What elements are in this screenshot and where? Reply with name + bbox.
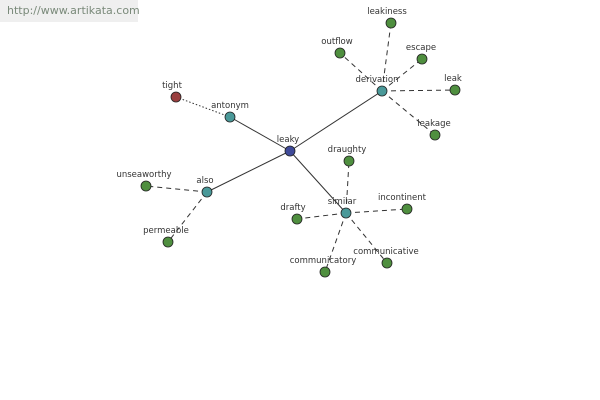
node-circle-escape[interactable] bbox=[416, 53, 428, 65]
edge-similar-drafty bbox=[296, 212, 347, 220]
node-leak[interactable]: leak bbox=[444, 74, 462, 96]
edge-derivation-outflow bbox=[339, 52, 383, 92]
node-label-draughty: draughty bbox=[328, 145, 367, 155]
watermark-box: http://www.artikata.com bbox=[0, 0, 140, 22]
node-leakage[interactable]: leakage bbox=[417, 119, 451, 141]
node-also[interactable]: also bbox=[196, 176, 214, 198]
edge-leaky-derivation bbox=[289, 90, 383, 152]
edge-similar-incontinent bbox=[345, 208, 408, 214]
edge-leaky-similar bbox=[289, 150, 347, 214]
node-outflow[interactable]: outflow bbox=[321, 37, 353, 59]
node-label-escape: escape bbox=[406, 43, 436, 53]
node-similar[interactable]: similar bbox=[328, 197, 357, 219]
node-communicatory[interactable]: communicatory bbox=[290, 256, 357, 278]
node-antonym[interactable]: antonym bbox=[211, 101, 249, 123]
node-label-similar: similar bbox=[328, 197, 357, 207]
node-label-leakage: leakage bbox=[417, 119, 450, 129]
node-label-leakiness: leakiness bbox=[367, 7, 407, 17]
node-drafty[interactable]: drafty bbox=[280, 203, 306, 225]
node-circle-communicative[interactable] bbox=[381, 257, 393, 269]
node-circle-also[interactable] bbox=[201, 186, 213, 198]
node-circle-antonym[interactable] bbox=[224, 111, 236, 123]
edge-derivation-leakage bbox=[381, 90, 436, 136]
node-permeable[interactable]: permeable bbox=[143, 226, 189, 248]
node-circle-drafty[interactable] bbox=[291, 213, 303, 225]
edge-similar-communicatory bbox=[324, 212, 347, 273]
node-label-derivation: derivation bbox=[355, 75, 398, 85]
node-leakiness[interactable]: leakiness bbox=[367, 7, 407, 29]
node-circle-unseaworthy[interactable] bbox=[140, 180, 152, 192]
edge-leaky-also bbox=[206, 150, 291, 193]
node-label-antonym: antonym bbox=[211, 101, 249, 111]
node-circle-leaky[interactable] bbox=[284, 145, 296, 157]
node-circle-communicatory[interactable] bbox=[319, 266, 331, 278]
node-communicative[interactable]: communicative bbox=[353, 247, 419, 269]
node-label-unseaworthy: unseaworthy bbox=[116, 170, 171, 180]
node-escape[interactable]: escape bbox=[406, 43, 436, 65]
node-circle-incontinent[interactable] bbox=[401, 203, 413, 215]
edge-derivation-leakiness bbox=[381, 22, 392, 92]
node-label-leak: leak bbox=[444, 74, 462, 84]
edges-layer bbox=[145, 22, 456, 273]
edge-antonym-tight bbox=[175, 96, 231, 118]
edge-also-unseaworthy bbox=[145, 185, 208, 193]
node-label-tight: tight bbox=[162, 81, 182, 91]
node-circle-permeable[interactable] bbox=[162, 236, 174, 248]
node-circle-outflow[interactable] bbox=[334, 47, 346, 59]
node-circle-similar[interactable] bbox=[340, 207, 352, 219]
node-label-communicative: communicative bbox=[353, 247, 418, 257]
edge-also-permeable bbox=[167, 191, 208, 243]
nodes-layer: leaky derivation antonym also similar leakine… bbox=[116, 7, 462, 278]
node-tight[interactable]: tight bbox=[162, 81, 183, 103]
edge-similar-communicative bbox=[345, 212, 388, 264]
node-derivation[interactable]: derivation bbox=[355, 75, 399, 97]
node-label-drafty: drafty bbox=[280, 203, 305, 213]
node-draughty[interactable]: draughty bbox=[328, 145, 367, 167]
node-circle-leak[interactable] bbox=[449, 84, 461, 96]
node-circle-derivation[interactable] bbox=[376, 85, 388, 97]
node-unseaworthy[interactable]: unseaworthy bbox=[116, 170, 172, 192]
node-label-outflow: outflow bbox=[321, 37, 352, 47]
node-label-permeable: permeable bbox=[143, 226, 189, 236]
node-label-communicatory: communicatory bbox=[290, 256, 357, 266]
node-label-incontinent: incontinent bbox=[378, 193, 427, 203]
node-circle-tight[interactable] bbox=[170, 91, 182, 103]
node-circle-draughty[interactable] bbox=[343, 155, 355, 167]
edge-leaky-antonym bbox=[229, 116, 291, 152]
edge-derivation-leak bbox=[381, 89, 456, 92]
node-incontinent[interactable]: incontinent bbox=[378, 193, 427, 215]
watermark-url: http://www.artikata.com bbox=[7, 4, 140, 17]
node-circle-leakiness[interactable] bbox=[385, 17, 397, 29]
node-leaky[interactable]: leaky bbox=[277, 135, 299, 157]
node-label-also: also bbox=[196, 176, 213, 186]
node-label-leaky: leaky bbox=[277, 135, 299, 145]
node-circle-leakage[interactable] bbox=[429, 129, 441, 141]
